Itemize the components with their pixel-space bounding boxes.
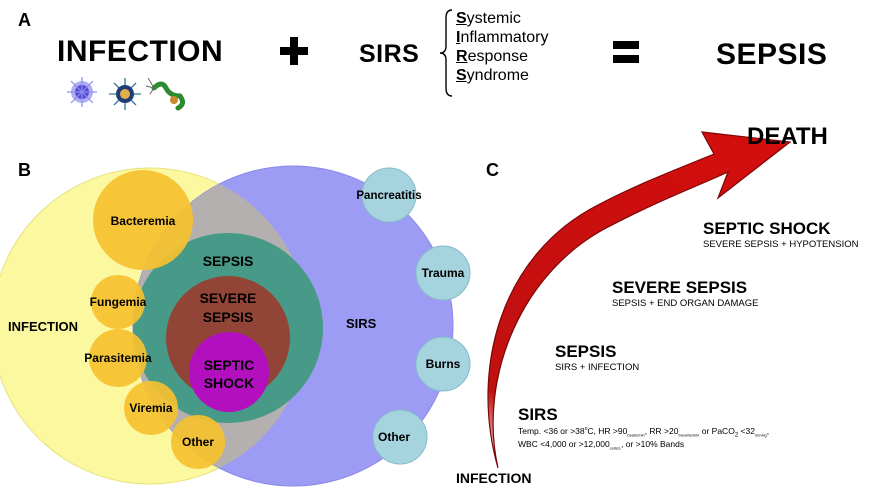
parasitemia-label: Parasitemia [84, 351, 152, 365]
trauma-circle [415, 245, 471, 301]
fungemia-circle [91, 275, 145, 329]
burns-circle [415, 336, 471, 392]
sirs-word-response: Response [456, 48, 529, 65]
venn-septic-shock-label-line2: SHOCK [204, 375, 255, 391]
venn-severe-sepsis-label-line2: SEPSIS [203, 309, 254, 325]
venn-severe-sepsis-label-line1: SEVERE [200, 290, 257, 306]
pancreatitis-circle [361, 167, 417, 223]
sirs-criteria-line1: Temp. <36 or >38oC, HR >90beats/min, RR … [518, 426, 770, 439]
infection-heading: INFECTION [57, 35, 224, 68]
stage-septic-shock-subtitle: SEVERE SEPSIS + HYPOTENSION [703, 239, 859, 250]
stage-sirs-title: SIRS [518, 405, 558, 424]
infection-other-label: Other [182, 435, 214, 449]
progression-arrow [487, 131, 792, 469]
stage-sepsis: SEPSIS SIRS + INFECTION [555, 342, 639, 373]
plus-icon [280, 37, 308, 65]
sirs-word-syndrome: Syndrome [456, 67, 529, 84]
sepsis-heading: SEPSIS [716, 38, 828, 71]
sirs-word-inflammatory: Inflammatory [456, 29, 549, 46]
panel-b-label: B [18, 160, 31, 180]
burns-label: Burns [426, 357, 461, 371]
stage-septic-shock-title: SEPTIC SHOCK [703, 219, 831, 238]
bacteremia-label: Bacteremia [111, 214, 176, 228]
stage-severe-sepsis-subtitle: SEPSIS + END ORGAN DAMAGE [612, 298, 759, 309]
septic-shock-circle [189, 332, 269, 412]
stage-sepsis-title: SEPSIS [555, 342, 617, 361]
venn-infection-label: INFECTION [8, 319, 78, 334]
parasitemia-circle [89, 329, 147, 387]
panel-c-label: C [486, 160, 499, 180]
sirs-word-systemic: Systemic [456, 10, 521, 27]
microbes-illustration [67, 77, 186, 111]
equals-icon [613, 41, 639, 63]
curly-brace-icon [439, 9, 453, 97]
venn-sepsis-label: SEPSIS [203, 253, 254, 269]
sirs-other-circle [372, 409, 428, 465]
stage-severe-sepsis: SEVERE SEPSIS SEPSIS + END ORGAN DAMAGE [612, 278, 759, 309]
sirs-heading: SIRS [359, 40, 420, 68]
bacterium-icon [145, 77, 186, 111]
pancreatitis-label: Pancreatitis [356, 190, 421, 202]
bacteremia-circle [93, 170, 193, 270]
venn-septic-shock-label-line1: SEPTIC [204, 357, 255, 373]
death-label: DEATH [747, 123, 828, 150]
sirs-criteria-line2: WBC <4,000 or >12,000cells/L, or >10% Ba… [518, 438, 685, 451]
fungemia-label: Fungemia [90, 295, 147, 309]
viremia-circle [124, 381, 178, 435]
stage-septic-shock: SEPTIC SHOCK SEVERE SEPSIS + HYPOTENSION [703, 219, 858, 250]
stage-severe-sepsis-title: SEVERE SEPSIS [612, 278, 748, 297]
sirs-definition: Systemic Inflammatory Response Syndrome [456, 9, 548, 85]
trauma-label: Trauma [422, 266, 465, 280]
viremia-label: Viremia [129, 401, 172, 415]
virus-icon [67, 77, 97, 107]
stage-sepsis-subtitle: SIRS + INFECTION [555, 362, 640, 373]
infection-other-circle [171, 415, 225, 469]
infection-bottom-label: INFECTION [456, 470, 532, 486]
panel-a-label: A [18, 10, 31, 30]
spiky-virus-icon [109, 78, 141, 110]
venn-sirs-label: SIRS [346, 316, 377, 331]
stage-sirs: SIRS Temp. <36 or >38oC, HR >90beats/min… [518, 405, 769, 450]
sirs-other-label: Other [378, 430, 410, 444]
